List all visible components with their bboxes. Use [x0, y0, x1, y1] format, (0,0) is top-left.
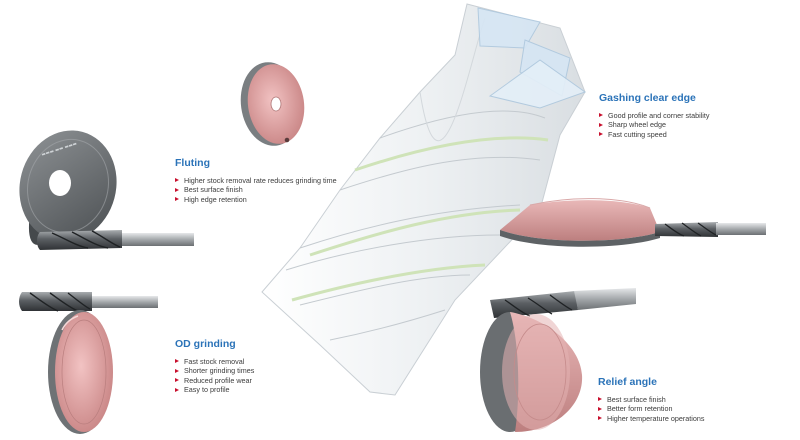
- relief-cup-wheel: [480, 312, 583, 432]
- end-mill-illustration: [261, 3, 587, 396]
- bullet-item: Sharp wheel edge: [599, 120, 709, 129]
- bullet-list: Best surface finish Better form retentio…: [598, 395, 704, 423]
- section-title: Fluting: [175, 157, 210, 169]
- bullet-item: Good profile and corner stability: [599, 111, 709, 120]
- section-title: Relief angle: [598, 376, 657, 388]
- bullet-item: Fast cutting speed: [599, 130, 709, 139]
- relief-angle-section: Relief angle Best surface finish Better …: [598, 376, 704, 423]
- section-title: OD grinding: [175, 338, 236, 350]
- gashing-cone-wheel: [500, 198, 660, 247]
- clearance-land: [309, 208, 521, 257]
- bullet-list: Fast stock removal Shorter grinding time…: [175, 357, 254, 395]
- gashing-wheel-translucent: [488, 59, 587, 109]
- bullet-item: Higher temperature operations: [598, 414, 704, 423]
- clearance-land: [354, 136, 549, 172]
- relief-drill: [490, 288, 636, 318]
- bullet-list: Good profile and corner stability Sharp …: [599, 111, 709, 139]
- bullet-list: Higher stock removal rate reduces grindi…: [175, 176, 337, 204]
- fluting-drill: [37, 230, 194, 250]
- fluting-wheel: ▬▬▬ ▬▬ ▬▬▬: [19, 130, 117, 245]
- bullet-item: Shorter grinding times: [175, 366, 254, 375]
- bullet-item: Better form retention: [598, 404, 704, 413]
- gashing-drill: [655, 222, 766, 237]
- section-title: Gashing clear edge: [599, 92, 696, 104]
- od-wheel: [48, 310, 113, 434]
- bullet-item: Higher stock removal rate reduces grindi…: [175, 176, 337, 185]
- bullet-item: Easy to profile: [175, 385, 254, 394]
- gashing-section: Gashing clear edge Good profile and corn…: [599, 92, 709, 139]
- bullet-item: Best surface finish: [175, 185, 337, 194]
- bullet-item: Best surface finish: [598, 395, 704, 404]
- grinding-wheel-top: [240, 62, 305, 146]
- bullet-item: Reduced profile wear: [175, 376, 254, 385]
- clearance-land: [291, 263, 486, 302]
- od-grinding-section: OD grinding Fast stock removal Shorter g…: [175, 338, 254, 395]
- fluting-section: Fluting Higher stock removal rate reduce…: [175, 157, 337, 204]
- bullet-item: High edge retention: [175, 195, 337, 204]
- bullet-item: Fast stock removal: [175, 357, 254, 366]
- od-drill: [19, 292, 158, 312]
